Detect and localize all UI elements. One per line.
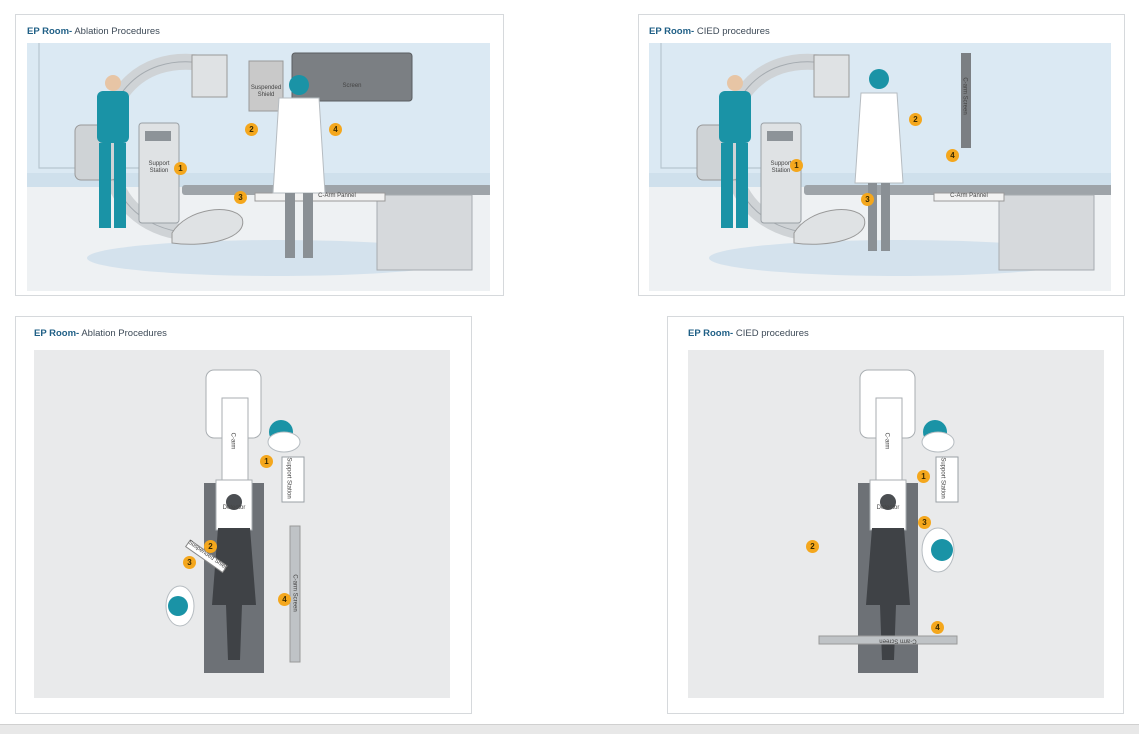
label-carm-screen: C-arm Screen <box>879 637 917 644</box>
floor-plan: C-arm Support Station Detector C-arm Scr… <box>688 350 1104 698</box>
room-illustration: Support Station C-Arm Pannel C-arm Scree… <box>649 43 1111 291</box>
floor-plan: C-arm Support Station Detector Suspended… <box>34 350 450 698</box>
room-illustration-svg <box>27 43 490 291</box>
marker-2: 2 <box>806 540 819 553</box>
marker-2: 2 <box>909 113 922 126</box>
label-carm-screen: C-arm Screen <box>961 77 968 115</box>
floor-plan-svg <box>165 369 305 673</box>
panel-cied-top-view: EP Room- CIED procedures C-arm Support S… <box>667 316 1124 714</box>
title-bold: EP Room- <box>34 328 80 339</box>
marker-3: 3 <box>918 516 931 529</box>
label-support-station: Support Station <box>285 457 292 499</box>
label-detector: Detector <box>876 505 900 511</box>
label-carm: C-arm <box>883 432 890 450</box>
marker-3: 3 <box>861 193 874 206</box>
title-rest: CIED procedures <box>694 26 770 37</box>
label-suspended-shield: Suspended Shield <box>250 85 282 98</box>
marker-1: 1 <box>790 159 803 172</box>
title-rest: CIED procedures <box>733 328 809 339</box>
label-detector: Detector <box>222 505 246 511</box>
label-support-station: Support Station <box>148 161 170 174</box>
label-support-station: Support Station <box>939 457 946 499</box>
title-rest: Ablation Procedures <box>72 26 160 37</box>
marker-2: 2 <box>245 123 258 136</box>
title-rest: Ablation Procedures <box>79 328 167 339</box>
panel-ablation-side-view: EP Room- Ablation Procedures <box>15 14 504 296</box>
label-screen: Screen <box>342 83 362 89</box>
title-bold: EP Room- <box>688 328 734 339</box>
panel-title: EP Room- Ablation Procedures <box>34 328 167 339</box>
marker-1: 1 <box>260 455 273 468</box>
room-illustration: Suspended Shield Screen Support Station … <box>27 43 490 291</box>
marker-4: 4 <box>329 123 342 136</box>
bottom-bar <box>0 724 1139 734</box>
label-carm: C-arm <box>229 432 236 450</box>
marker-4: 4 <box>946 149 959 162</box>
panel-title: EP Room- CIED procedures <box>649 26 770 37</box>
label-carm-pannel: C-Arm Pannel <box>950 193 988 199</box>
label-carm-screen: C-arm Screen <box>291 574 298 612</box>
marker-4: 4 <box>931 621 944 634</box>
room-illustration-svg <box>649 43 1111 291</box>
marker-4: 4 <box>278 593 291 606</box>
marker-3: 3 <box>234 191 247 204</box>
panel-ablation-top-view: EP Room- Ablation Procedures <box>15 316 472 714</box>
title-bold: EP Room- <box>27 26 73 37</box>
label-support-station: Support Station <box>770 161 792 174</box>
panel-title: EP Room- CIED procedures <box>688 328 809 339</box>
panel-title: EP Room- Ablation Procedures <box>27 26 160 37</box>
panel-cied-side-view: EP Room- CIED procedures <box>638 14 1125 296</box>
label-carm-pannel: C-Arm Pannel <box>318 193 356 199</box>
marker-1: 1 <box>174 162 187 175</box>
title-bold: EP Room- <box>649 26 695 37</box>
marker-1: 1 <box>917 470 930 483</box>
marker-3: 3 <box>183 556 196 569</box>
floor-plan-svg <box>818 369 959 673</box>
marker-2: 2 <box>204 540 217 553</box>
